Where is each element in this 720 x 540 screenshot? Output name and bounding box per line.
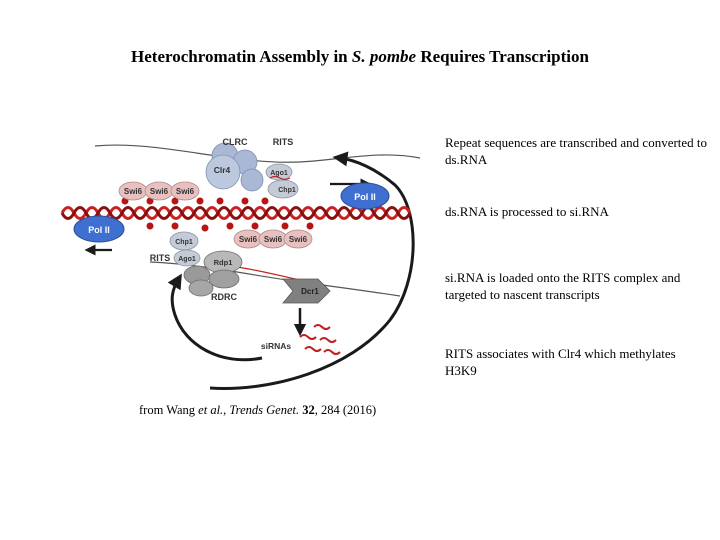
sirna-top <box>269 175 291 181</box>
methyl-mark <box>146 197 154 205</box>
swi6-label: Swi6 <box>124 187 143 196</box>
swi6-label: Swi6 <box>150 187 169 196</box>
rits-top-complex: Ago1 Chp1 <box>265 163 299 199</box>
pol2-left-label: Pol II <box>88 225 110 235</box>
note-transcription: Repeat sequences are transcribed and con… <box>445 135 708 167</box>
sirna-fragments <box>299 324 341 355</box>
cycle-arrow-left <box>167 273 263 362</box>
rdrc-complex: Rdp1 <box>183 250 243 297</box>
sirna <box>319 337 337 343</box>
swi6-bottom-group: Swi6 Swi6 Swi6 <box>233 229 313 249</box>
chp1-bottom-label: Chp1 <box>175 239 193 246</box>
swi6-label: Swi6 <box>264 235 283 244</box>
note-loading: si.RNA is loaded onto the RITS complex a… <box>445 270 681 302</box>
methyl-mark <box>171 222 179 230</box>
methyl-mark <box>196 197 204 205</box>
cycle-arrow-right <box>209 151 415 390</box>
swi6-label: Swi6 <box>289 235 308 244</box>
methyl-marks <box>121 197 314 232</box>
swi6-label: Swi6 <box>239 235 258 244</box>
sirna <box>304 346 322 352</box>
rits-bottom-complex: Chp1 Ago1 <box>169 231 201 267</box>
methyl-mark <box>306 222 314 230</box>
chp1-top-label: Chp1 <box>278 187 296 194</box>
sirnas-label: siRNAs <box>261 341 292 351</box>
dcr1-label: Dcr1 <box>301 287 319 296</box>
note-methylation: RITS associates with Clr4 which methylat… <box>445 346 676 378</box>
methyl-mark <box>216 197 224 205</box>
species-name: S. pombe <box>351 47 417 66</box>
dcr1-enzyme: Dcr1 <box>282 278 331 304</box>
ago1-top-label: Ago1 <box>270 170 288 177</box>
swi6-label: Swi6 <box>176 187 195 196</box>
methyl-mark <box>171 197 179 205</box>
pol2-right-label: Pol II <box>354 192 376 202</box>
methyl-mark <box>226 222 234 230</box>
swi6-top-group: Swi6 Swi6 Swi6 <box>118 181 200 201</box>
clrc-label: CLRC <box>223 137 248 147</box>
transcript-top <box>94 144 421 163</box>
rdp1-label: Rdp1 <box>214 258 233 267</box>
rits-bottom-label: RITS <box>150 253 171 263</box>
rdrc-label: RDRC <box>211 292 237 302</box>
dna-helix <box>60 206 412 220</box>
methyl-mark <box>201 224 209 232</box>
methyl-mark <box>261 197 269 205</box>
methyl-mark <box>251 222 259 230</box>
note-processing: ds.RNA is processed to si.RNA <box>445 204 609 219</box>
methyl-mark <box>146 222 154 230</box>
sirna <box>323 349 341 355</box>
rits-top-label: RITS <box>273 137 294 147</box>
pol2-left: Pol II <box>73 215 125 243</box>
citation: from Wang et al., Trends Genet. 32, 284 … <box>139 403 377 417</box>
clrc-complex: Clr4 <box>205 142 264 192</box>
methyl-mark <box>281 222 289 230</box>
methyl-mark <box>241 197 249 205</box>
page-title: Heterochromatin Assembly in S. pombe Req… <box>131 47 589 66</box>
ago1-bottom-label: Ago1 <box>178 256 196 263</box>
clr4-label: Clr4 <box>214 165 231 175</box>
pol2-right: Pol II <box>340 182 390 210</box>
sirna <box>313 324 331 330</box>
sirna <box>299 334 317 340</box>
